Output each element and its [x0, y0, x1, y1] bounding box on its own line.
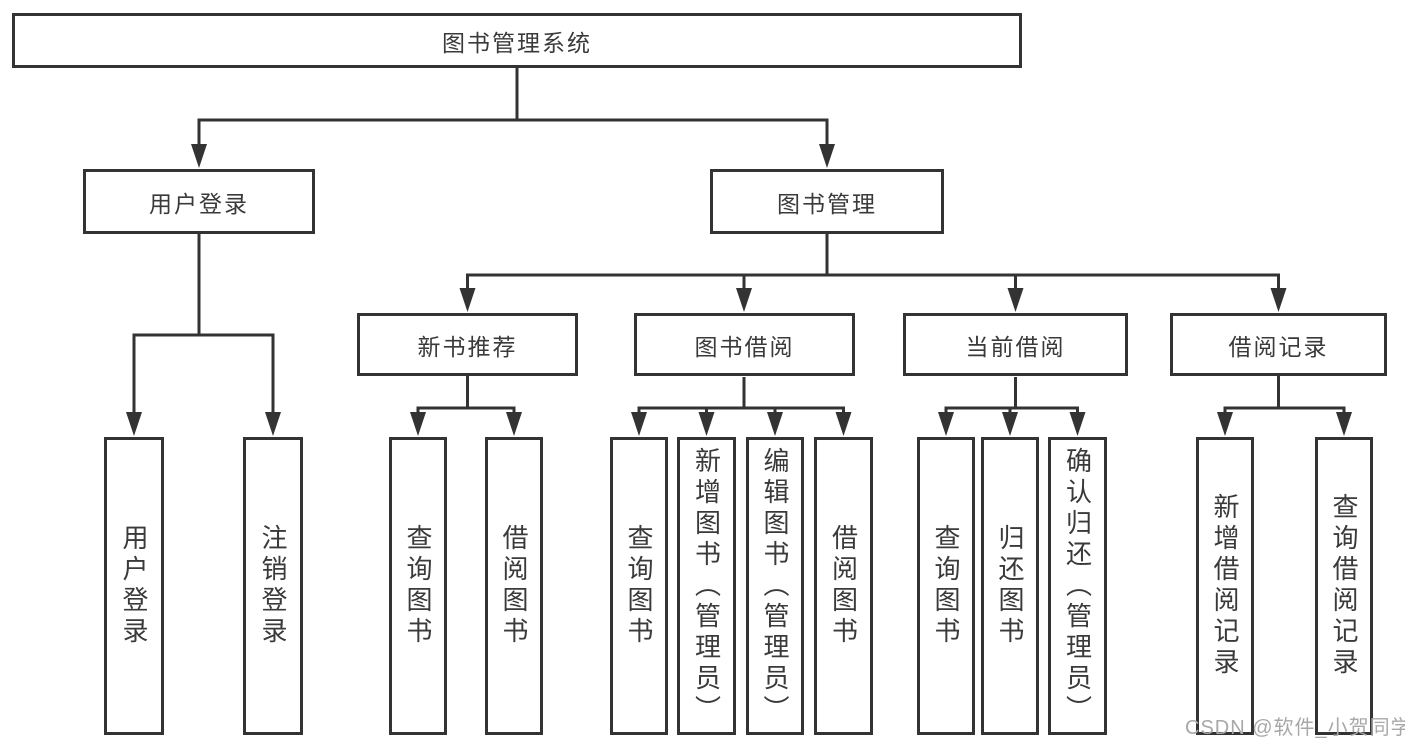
- node-user-login: 用户登录: [83, 169, 315, 234]
- leaf-add-books-admin-label: 新增图书（管理员）: [691, 446, 722, 726]
- leaf-borrow-books-recommend-label: 借阅图书: [499, 524, 529, 648]
- csdn-watermark: CSDN @软件_小贺同学: [1185, 717, 1405, 739]
- leaf-confirm-return-admin-label: 确认归还（管理员）: [1062, 446, 1093, 726]
- node-book-management: 图书管理: [710, 169, 944, 234]
- leaf-query-books-current-label: 查询图书: [931, 524, 961, 648]
- leaf-query-books-recommend-label: 查询图书: [403, 524, 433, 648]
- leaf-borrow-books-borrowing-label: 借阅图书: [828, 524, 859, 648]
- leaf-add-books-admin: 新增图书（管理员）: [677, 437, 736, 735]
- leaf-user-login-label: 用户登录: [119, 524, 149, 648]
- leaf-query-books-borrowing: 查询图书: [610, 437, 668, 735]
- leaf-user-login: 用户登录: [104, 437, 164, 735]
- leaf-edit-books-admin: 编辑图书（管理员）: [746, 437, 804, 735]
- node-current-borrowing: 当前借阅: [903, 313, 1128, 376]
- node-book-borrowing-label: 图书借阅: [694, 333, 795, 360]
- node-new-book-recommendation-label: 新书推荐: [417, 333, 518, 360]
- node-book-borrowing: 图书借阅: [634, 313, 855, 376]
- node-library-system-label: 图书管理系统: [442, 29, 592, 56]
- node-book-management-label: 图书管理: [777, 190, 877, 217]
- leaf-query-borrow-record: 查询借阅记录: [1315, 437, 1373, 735]
- leaf-return-books-label: 归还图书: [995, 524, 1025, 648]
- leaf-query-books-current: 查询图书: [917, 437, 975, 735]
- leaf-confirm-return-admin: 确认归还（管理员）: [1048, 437, 1107, 735]
- node-new-book-recommendation: 新书推荐: [357, 313, 578, 376]
- leaf-logout: 注销登录: [243, 437, 303, 735]
- leaf-add-borrow-record: 新增借阅记录: [1196, 437, 1254, 735]
- node-library-system: 图书管理系统: [12, 13, 1022, 68]
- node-borrowing-records: 借阅记录: [1170, 313, 1387, 376]
- leaf-query-books-borrowing-label: 查询图书: [624, 524, 654, 648]
- node-user-login-label: 用户登录: [149, 190, 249, 217]
- leaf-query-books-recommend: 查询图书: [389, 437, 447, 735]
- leaf-logout-label: 注销登录: [258, 524, 288, 648]
- leaf-query-borrow-record-label: 查询借阅记录: [1329, 493, 1359, 679]
- leaf-return-books: 归还图书: [981, 437, 1039, 735]
- node-borrowing-records-label: 借阅记录: [1228, 333, 1329, 360]
- leaf-add-borrow-record-label: 新增借阅记录: [1210, 493, 1240, 679]
- leaf-borrow-books-borrowing: 借阅图书: [814, 437, 873, 735]
- leaf-edit-books-admin-label: 编辑图书（管理员）: [760, 446, 790, 726]
- leaf-borrow-books-recommend: 借阅图书: [485, 437, 543, 735]
- node-current-borrowing-label: 当前借阅: [965, 333, 1066, 360]
